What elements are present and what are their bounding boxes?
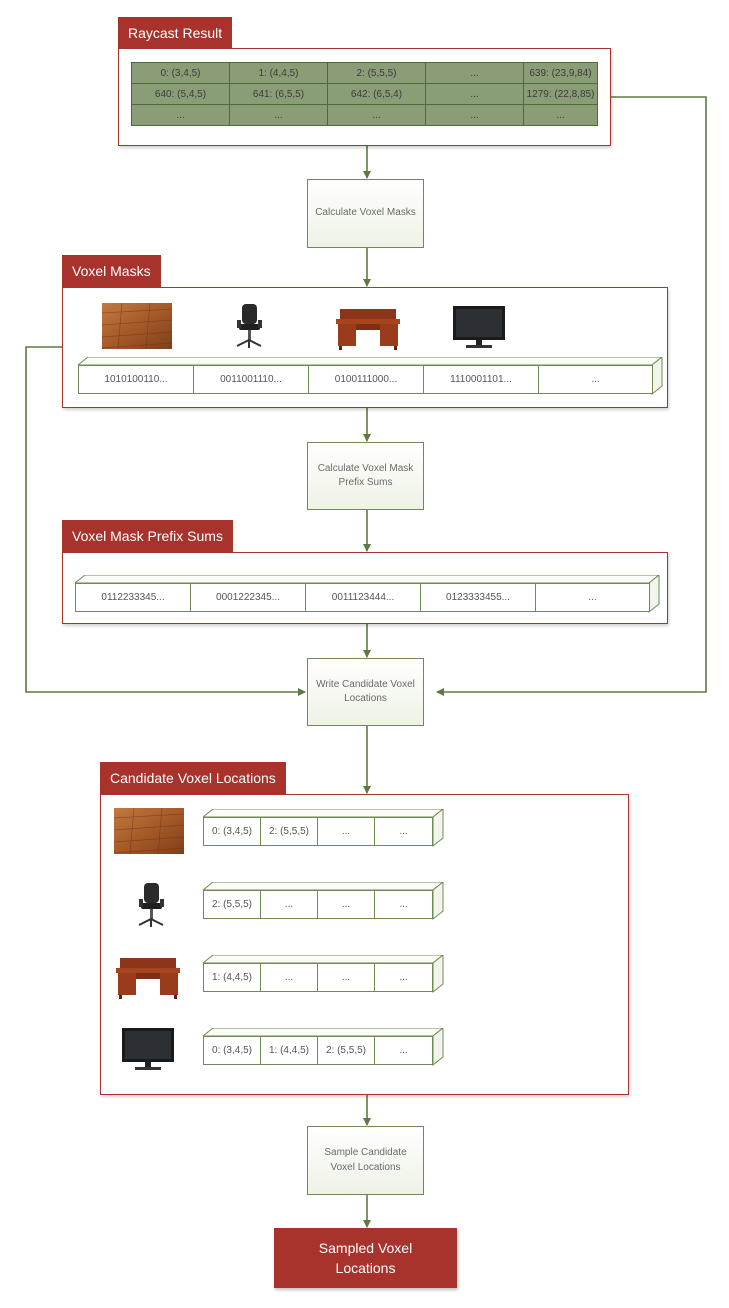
prefix-cell: ... <box>535 583 650 612</box>
monitor-icon <box>453 306 505 348</box>
mask-cell: 0011001110... <box>193 365 309 394</box>
candidate-cell: 0: (3,4,5) <box>203 817 261 846</box>
candidate-locations-title: Candidate Voxel Locations <box>100 762 286 794</box>
mask-cell: 1010100110... <box>78 365 194 394</box>
calculate-voxel-masks-step: Calculate Voxel Masks <box>307 179 424 248</box>
candidate-cell: 2: (5,5,5) <box>203 890 261 919</box>
calculate-prefix-sums-step: Calculate Voxel Mask Prefix Sums <box>307 442 424 510</box>
candidate-cell: ... <box>374 1036 433 1065</box>
prefix-sums-title: Voxel Mask Prefix Sums <box>62 520 233 552</box>
candidate-cell: ... <box>260 963 318 992</box>
table-cell: ... <box>425 104 524 126</box>
prefix-cell: 0123333455... <box>420 583 536 612</box>
candidate-cell: ... <box>374 963 433 992</box>
voxel-masks-title: Voxel Masks <box>62 255 161 287</box>
prefix-cell: 0112233345... <box>75 583 191 612</box>
candidate-cell: ... <box>317 817 375 846</box>
monitor-icon <box>122 1028 174 1070</box>
raycast-table: 0: (3,4,5) 1: (4,4,5) 2: (5,5,5) ... 639… <box>131 62 598 126</box>
table-cell: 0: (3,4,5) <box>131 62 230 84</box>
write-candidates-step: Write Candidate Voxel Locations <box>307 658 424 726</box>
raycast-result-title: Raycast Result <box>118 17 233 49</box>
office-chair-icon <box>236 304 262 348</box>
candidate-cell: 2: (5,5,5) <box>260 817 318 846</box>
candidate-cell: 0: (3,4,5) <box>203 1036 261 1065</box>
table-row: ... ... ... ... ... <box>131 104 598 126</box>
table-row: 640: (5,4,5) 641: (6,5,5) 642: (6,5,4) .… <box>131 83 598 105</box>
candidate-strip <box>203 809 444 848</box>
wood-floor-icon <box>102 303 172 349</box>
candidate-cell: 1: (4,4,5) <box>260 1036 318 1065</box>
wood-floor-icon <box>114 808 184 854</box>
candidate-cell: ... <box>260 890 318 919</box>
table-cell: 1279: (22,8,85) <box>523 83 598 105</box>
mask-cell: ... <box>538 365 653 394</box>
table-cell: ... <box>425 62 524 84</box>
candidate-cell: 2: (5,5,5) <box>317 1036 375 1065</box>
table-cell: ... <box>131 104 230 126</box>
mask-cell: 1110001101... <box>423 365 539 394</box>
sampled-voxel-locations-output: Sampled Voxel Locations <box>274 1228 457 1288</box>
table-cell: 641: (6,5,5) <box>229 83 328 105</box>
office-chair-icon <box>138 883 164 927</box>
candidate-cell: ... <box>374 890 433 919</box>
desk-icon <box>116 958 180 999</box>
table-cell: ... <box>327 104 426 126</box>
prefix-cell: 0011123444... <box>305 583 421 612</box>
table-cell: 2: (5,5,5) <box>327 62 426 84</box>
table-cell: 639: (23,9,84) <box>523 62 598 84</box>
sample-candidates-step: Sample Candidate Voxel Locations <box>307 1126 424 1195</box>
prefix-cell: 0001222345... <box>190 583 306 612</box>
table-row: 0: (3,4,5) 1: (4,4,5) 2: (5,5,5) ... 639… <box>131 62 598 84</box>
mask-cell: 0100111000... <box>308 365 424 394</box>
table-cell: ... <box>425 83 524 105</box>
candidate-cell: ... <box>317 890 375 919</box>
table-cell: 642: (6,5,4) <box>327 83 426 105</box>
table-cell: ... <box>523 104 598 126</box>
candidate-cell: ... <box>374 817 433 846</box>
candidate-cell: 1: (4,4,5) <box>203 963 261 992</box>
candidate-cell: ... <box>317 963 375 992</box>
table-cell: 640: (5,4,5) <box>131 83 230 105</box>
table-cell: ... <box>229 104 328 126</box>
desk-icon <box>336 309 400 350</box>
table-cell: 1: (4,4,5) <box>229 62 328 84</box>
